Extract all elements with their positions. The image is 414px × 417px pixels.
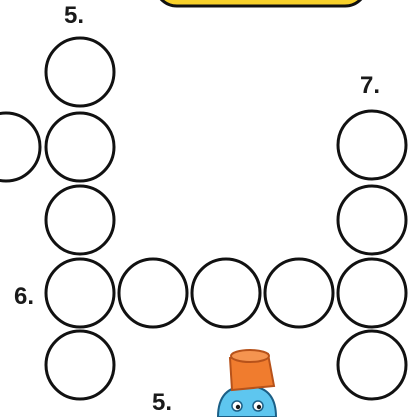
answer-circle[interactable] (46, 331, 114, 399)
answer-circle[interactable] (338, 331, 406, 399)
answer-circle[interactable] (46, 186, 114, 254)
answer-circle[interactable] (338, 186, 406, 254)
answer-circle[interactable] (119, 259, 187, 327)
yellow-banner (155, 0, 367, 6)
answer-circle[interactable] (265, 259, 333, 327)
answer-circle[interactable] (46, 113, 114, 181)
answer-circle[interactable] (46, 259, 114, 327)
blue-droplet-mascot-icon (218, 350, 276, 417)
label-left: 6. (14, 285, 34, 309)
circle-group-right-column (338, 111, 406, 399)
label-right: 7. (360, 74, 380, 98)
label-bottom: 5. (152, 391, 172, 415)
answer-circle-partial[interactable] (0, 113, 40, 181)
circle-group-horizontal-row (119, 259, 333, 327)
answer-circle[interactable] (338, 259, 406, 327)
answer-circle[interactable] (192, 259, 260, 327)
label-top: 5. (64, 4, 84, 28)
answer-circle[interactable] (338, 111, 406, 179)
circle-group-left-column (46, 38, 114, 399)
answer-circle[interactable] (46, 38, 114, 106)
